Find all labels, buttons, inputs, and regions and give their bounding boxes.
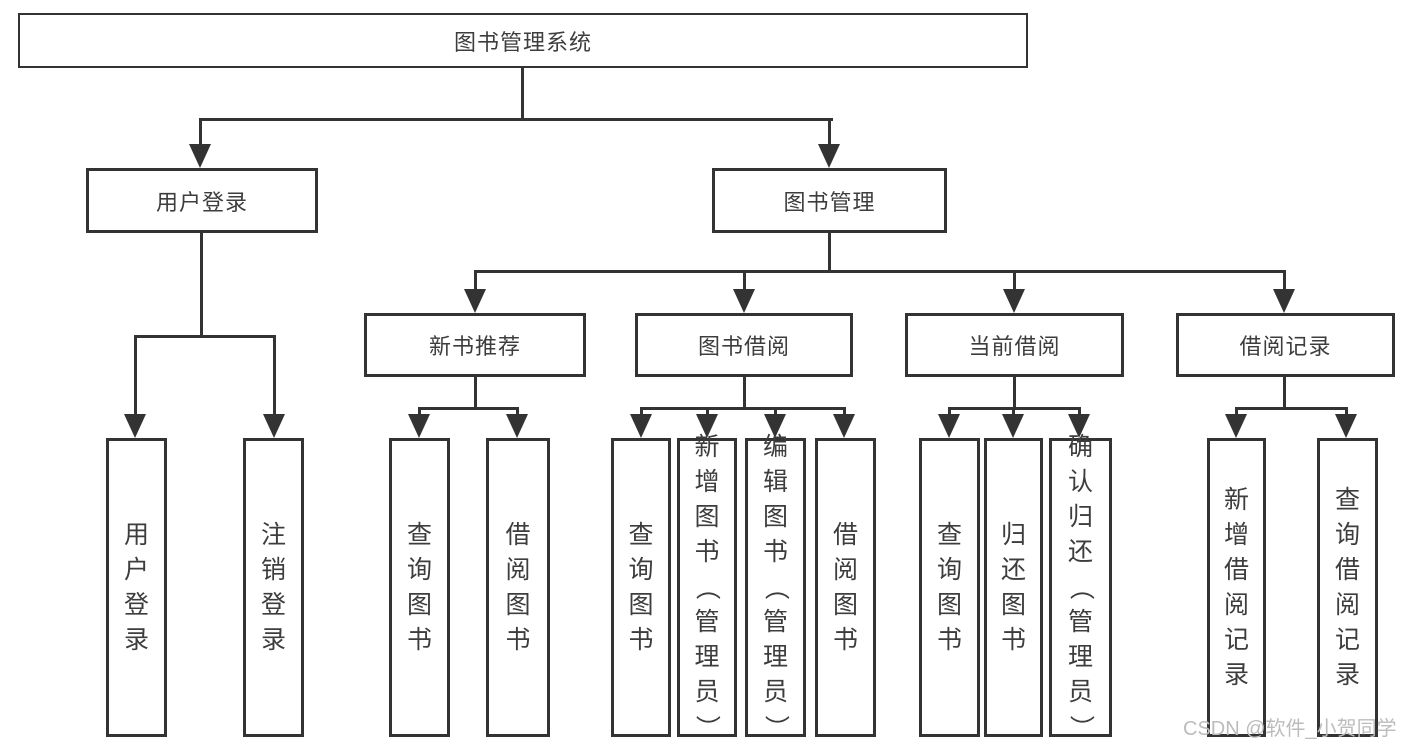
node-book-management: 图书管理 xyxy=(712,168,947,233)
node-label: 图书借阅 xyxy=(697,334,790,359)
leaf-user-login: 用户登录 xyxy=(106,438,167,737)
node-new-book-recommend: 新书推荐 xyxy=(364,313,586,377)
node-label: 用户登录 xyxy=(155,189,248,215)
arrow-down-icon xyxy=(408,414,430,438)
leaf-return-books: 归还图书 xyxy=(984,438,1043,737)
leaf-label: 新增图书（管理员） xyxy=(693,433,722,741)
leaf-label: 注销登录 xyxy=(260,520,286,654)
arrow-down-icon xyxy=(1068,414,1090,438)
connector-line xyxy=(743,377,746,407)
connector-line xyxy=(134,335,276,338)
connector-line xyxy=(474,270,1286,273)
leaf-label: 用户登录 xyxy=(123,520,149,654)
connector-line xyxy=(1078,407,1081,416)
node-borrow-records: 借阅记录 xyxy=(1176,313,1395,377)
node-label: 借阅记录 xyxy=(1239,334,1332,359)
node-label: 图书管理 xyxy=(783,189,876,215)
leaf-label: 借阅图书 xyxy=(832,520,858,654)
leaf-label: 确认归还（管理员） xyxy=(1066,433,1095,741)
leaf-query-books-recommend: 查询图书 xyxy=(389,438,450,737)
arrow-down-icon xyxy=(818,144,840,168)
arrow-down-icon xyxy=(833,414,855,438)
connector-line xyxy=(273,335,276,416)
arrow-down-icon xyxy=(263,414,285,438)
connector-line xyxy=(200,233,203,335)
connector-line xyxy=(1013,270,1016,291)
arrow-down-icon xyxy=(464,289,486,313)
leaf-confirm-return-admin: 确认归还（管理员） xyxy=(1049,433,1112,741)
connector-line xyxy=(843,407,846,416)
leaf-label: 查询借阅记录 xyxy=(1334,485,1360,689)
leaf-borrow-books-recommend: 借阅图书 xyxy=(486,438,550,737)
node-user-login: 用户登录 xyxy=(86,168,318,233)
connector-line xyxy=(1235,407,1347,410)
arrow-down-icon xyxy=(506,414,528,438)
connector-line xyxy=(640,407,643,416)
leaf-label: 借阅图书 xyxy=(505,520,531,654)
connector-line xyxy=(1013,377,1016,407)
leaf-label: 查询图书 xyxy=(936,520,962,654)
arrow-down-icon xyxy=(1003,289,1025,313)
leaf-label: 查询图书 xyxy=(406,520,432,654)
connector-line xyxy=(774,407,777,416)
connector-line xyxy=(1345,407,1348,416)
node-library-system: 图书管理系统 xyxy=(18,13,1028,68)
connector-line xyxy=(199,118,833,121)
arrow-down-icon xyxy=(1273,289,1295,313)
node-label: 图书管理系统 xyxy=(453,29,592,55)
leaf-query-books-current: 查询图书 xyxy=(919,438,980,737)
watermark: CSDN @软件_小贺同学 xyxy=(1183,718,1397,740)
connector-line xyxy=(521,68,524,118)
connector-line xyxy=(640,407,846,410)
arrow-down-icon xyxy=(733,289,755,313)
connector-line xyxy=(516,407,519,416)
leaf-logout: 注销登录 xyxy=(243,438,304,737)
node-book-borrow: 图书借阅 xyxy=(635,313,853,377)
node-label: 新书推荐 xyxy=(428,334,521,359)
arrow-down-icon xyxy=(1002,414,1024,438)
leaf-label: 新增借阅记录 xyxy=(1223,485,1249,689)
leaf-edit-books-admin: 编辑图书（管理员） xyxy=(745,433,806,741)
connector-line xyxy=(1283,270,1286,291)
arrow-down-icon xyxy=(764,414,786,438)
arrow-down-icon xyxy=(696,414,718,438)
connector-line xyxy=(828,118,831,146)
connector-line xyxy=(743,270,746,291)
leaf-borrow-books: 借阅图书 xyxy=(815,438,876,737)
connector-line xyxy=(948,407,951,416)
connector-line xyxy=(418,407,519,410)
leaf-query-books-borrow: 查询图书 xyxy=(611,438,671,737)
arrow-down-icon xyxy=(124,414,146,438)
arrow-down-icon xyxy=(938,414,960,438)
connector-line xyxy=(474,270,477,291)
arrow-down-icon xyxy=(189,144,211,168)
connector-line xyxy=(1012,407,1015,416)
connector-line xyxy=(1235,407,1238,416)
connector-line xyxy=(706,407,709,416)
connector-line xyxy=(828,233,831,270)
connector-line xyxy=(199,118,202,146)
connector-line xyxy=(474,377,477,407)
connector-line xyxy=(134,335,137,416)
arrow-down-icon xyxy=(1335,414,1357,438)
leaf-label: 查询图书 xyxy=(628,520,654,654)
node-label: 当前借阅 xyxy=(968,334,1061,359)
connector-line xyxy=(418,407,421,416)
leaf-add-books-admin: 新增图书（管理员） xyxy=(677,433,737,741)
arrow-down-icon xyxy=(630,414,652,438)
leaf-add-borrow-record: 新增借阅记录 xyxy=(1207,438,1266,737)
connector-line xyxy=(1283,377,1286,407)
leaf-label: 归还图书 xyxy=(1000,520,1026,654)
leaf-label: 编辑图书（管理员） xyxy=(761,433,790,741)
leaf-query-borrow-record: 查询借阅记录 xyxy=(1317,438,1378,737)
arrow-down-icon xyxy=(1225,414,1247,438)
node-current-borrow: 当前借阅 xyxy=(905,313,1124,377)
